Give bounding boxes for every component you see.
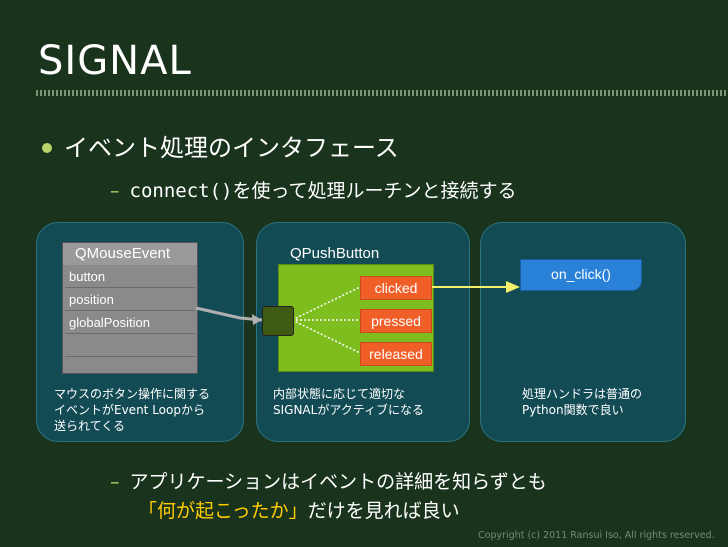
sub-bullet-connect: –connect()を使って処理ルーチンと接続する	[110, 176, 517, 203]
slide-title: SIGNAL	[38, 38, 192, 84]
bullet-dot-icon	[42, 143, 52, 153]
copyright-notice: Copyright (c) 2011 Ransui Iso, All right…	[478, 530, 715, 541]
signal-released: released	[360, 342, 432, 366]
slot-connection-arrowhead	[506, 281, 520, 293]
title-divider	[36, 90, 726, 96]
highlight-text: 「何が起こったか」	[138, 500, 308, 522]
event-caption: マウスのボタン操作に関する イベントがEvent Loopから 送られてくる	[54, 387, 211, 433]
qmouseevent-field: position	[65, 289, 195, 311]
handler-panel	[480, 222, 686, 442]
handler-caption: 処理ハンドラは普通の Python関数で良い	[522, 387, 643, 417]
signal-emitter-box	[262, 306, 294, 336]
bullet-text: イベント処理のインタフェース	[64, 134, 399, 162]
widget-caption: 内部状態に応じて適切な SIGNALがアクティブになる	[273, 387, 425, 417]
dash-icon: –	[110, 471, 120, 493]
sub-bullet-text: を使って処理ルーチンと接続する	[232, 180, 517, 202]
sub-bullet-application: –アプリケーションはイベントの詳細を知らずとも	[110, 468, 547, 497]
event-arrow	[195, 306, 263, 322]
connect-code: connect()	[129, 180, 233, 202]
sub-bullet-line2-rest: だけを見れば良い	[307, 500, 460, 522]
qmouseevent-field	[65, 358, 195, 372]
qmouseevent-field: button	[65, 266, 195, 288]
qmouseevent-field: globalPosition	[65, 312, 195, 334]
qpushbutton-title: QPushButton	[290, 245, 380, 262]
sub-bullet-line1: アプリケーションはイベントの詳細を知らずとも	[129, 471, 547, 493]
signal-pressed: pressed	[360, 309, 432, 333]
event-arrowhead	[252, 314, 262, 325]
sub-bullet-line2: 「何が起こったか」だけを見れば良い	[138, 496, 460, 523]
signal-branches	[291, 286, 361, 354]
dash-icon: –	[110, 180, 120, 202]
signal-clicked: clicked	[360, 276, 432, 300]
qmouseevent-field	[65, 335, 195, 357]
qmouseevent-title: QMouseEvent	[63, 243, 197, 265]
qmouseevent-table: QMouseEvent button position globalPositi…	[62, 242, 198, 374]
on-click-handler: on_click()	[520, 259, 642, 291]
